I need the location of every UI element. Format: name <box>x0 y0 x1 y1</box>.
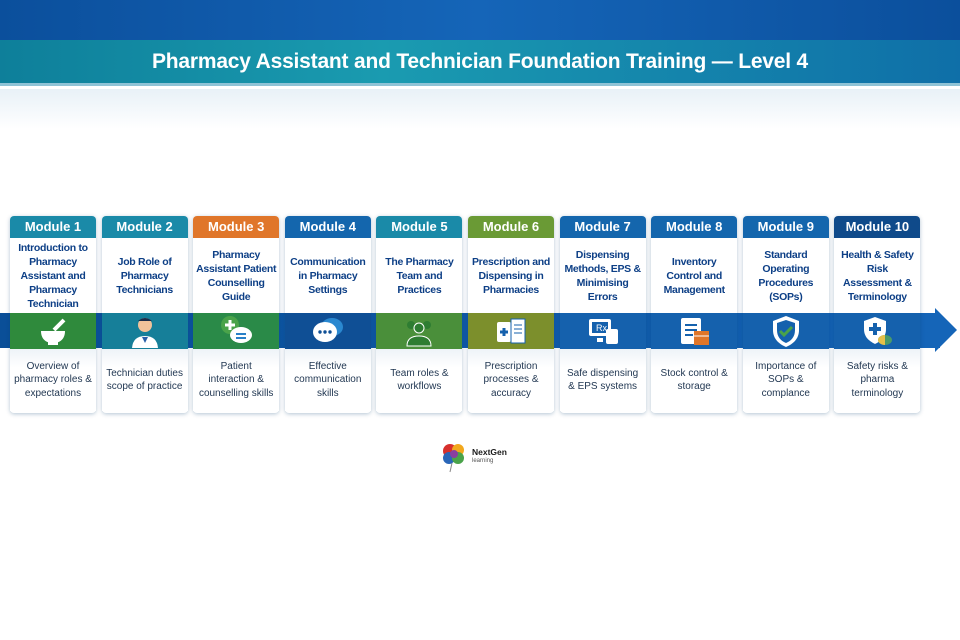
page-title: Pharmacy Assistant and Technician Founda… <box>151 50 809 73</box>
module-description: Team roles & workflows <box>376 349 463 411</box>
module-title: Prescription and Dispensing in Pharmacie… <box>471 255 551 296</box>
svg-text:Rx: Rx <box>596 323 607 333</box>
top-banner <box>0 0 960 42</box>
module-card: Module 2 Job Role of Pharmacy Technician… <box>101 216 188 413</box>
module-label: Module 2 <box>101 216 188 238</box>
module-label: Module 5 <box>376 216 463 238</box>
nextgen-logo: NextGen learning <box>440 441 507 473</box>
mortar-pestle-icon <box>41 318 66 345</box>
module-icon-band <box>376 313 463 349</box>
module-card: Module 5 The Pharmacy Team and Practices… <box>376 216 463 413</box>
module-icon-band <box>284 313 371 349</box>
module-label: Module 4 <box>284 216 371 238</box>
module-title: Standard Operating Procedures (SOPs) <box>758 248 814 303</box>
timeline-arrowhead-icon <box>935 308 957 352</box>
module-label: Module 9 <box>742 216 829 238</box>
module-title: Pharmacy Assistant Patient Counselling G… <box>196 248 277 303</box>
module-description: Safe dispensing & EPS systems <box>559 349 646 411</box>
module-icon-band <box>101 313 188 349</box>
speech-bubbles-icon <box>312 318 343 342</box>
shield-cross-icon <box>864 317 893 345</box>
module-description: Prescription processes & accuracy <box>468 349 554 411</box>
module-label: Module 1 <box>10 216 96 238</box>
module-label: Module 3 <box>193 216 280 238</box>
module-icon-band <box>651 313 738 349</box>
module-description: Importance of SOPs & complance <box>742 349 829 411</box>
shield-check-icon <box>772 316 799 347</box>
module-title: Dispensing Methods, EPS & Minimising Err… <box>564 248 641 303</box>
module-title: Health & Safety Risk Assessment & Termin… <box>841 248 914 303</box>
module-label: Module 8 <box>651 216 738 238</box>
module-label: Module 7 <box>559 216 646 238</box>
module-icon-band <box>742 313 829 349</box>
module-card: Module 1 Introduction to Pharmacy Assist… <box>10 216 96 413</box>
module-title: The Pharmacy Team and Practices <box>385 255 454 296</box>
module-description: Overview of pharmacy roles & expectation… <box>10 349 96 411</box>
module-title: Inventory Control and Management <box>663 255 725 296</box>
clipboard-box-icon <box>681 318 710 345</box>
title-bar: Pharmacy Assistant and Technician Founda… <box>0 40 960 86</box>
module-title: Communication in Pharmacy Settings <box>290 255 366 296</box>
module-icon-band: Rx <box>559 313 646 349</box>
module-description: Safety risks & pharma terminology <box>834 349 921 411</box>
team-icon <box>406 321 432 347</box>
module-description: Effective communication skills <box>284 349 371 411</box>
module-label: Module 10 <box>834 216 921 238</box>
module-label: Module 6 <box>468 216 554 238</box>
module-title: Job Role of Pharmacy Technicians <box>116 255 173 296</box>
module-card: Module 7 Dispensing Methods, EPS & Minim… <box>559 216 646 413</box>
module-card: Module 3 Pharmacy Assistant Patient Coun… <box>193 216 280 413</box>
computer-rx-icon: Rx <box>588 319 618 344</box>
module-icon-band <box>10 313 96 349</box>
module-description: Technician duties scope of practice <box>101 349 188 411</box>
module-card: Module 10 Health & Safety Risk Assessmen… <box>834 216 921 413</box>
chat-plus-icon <box>221 316 253 343</box>
module-icon-band <box>193 313 280 349</box>
module-title: Introduction to Pharmacy Assistant and P… <box>18 241 88 310</box>
pharmacist-icon <box>131 318 158 348</box>
module-description: Stock control & storage <box>651 349 738 411</box>
module-icon-band <box>834 313 921 349</box>
logo-name: NextGen <box>472 447 507 457</box>
module-card: Module 8 Inventory Control and Managemen… <box>651 216 738 413</box>
logo-sub: learning <box>472 458 494 464</box>
brain-logo-icon <box>443 444 464 473</box>
module-description: Patient interaction & counselling skills <box>193 349 280 411</box>
module-card: Module 4 Communication in Pharmacy Setti… <box>284 216 371 413</box>
module-card: Module 9 Standard Operating Procedures (… <box>742 216 829 413</box>
module-icon-band <box>468 313 554 349</box>
prescription-icon <box>497 318 526 344</box>
header-fade <box>0 89 960 129</box>
module-card: Module 6 Prescription and Dispensing in … <box>468 216 554 413</box>
